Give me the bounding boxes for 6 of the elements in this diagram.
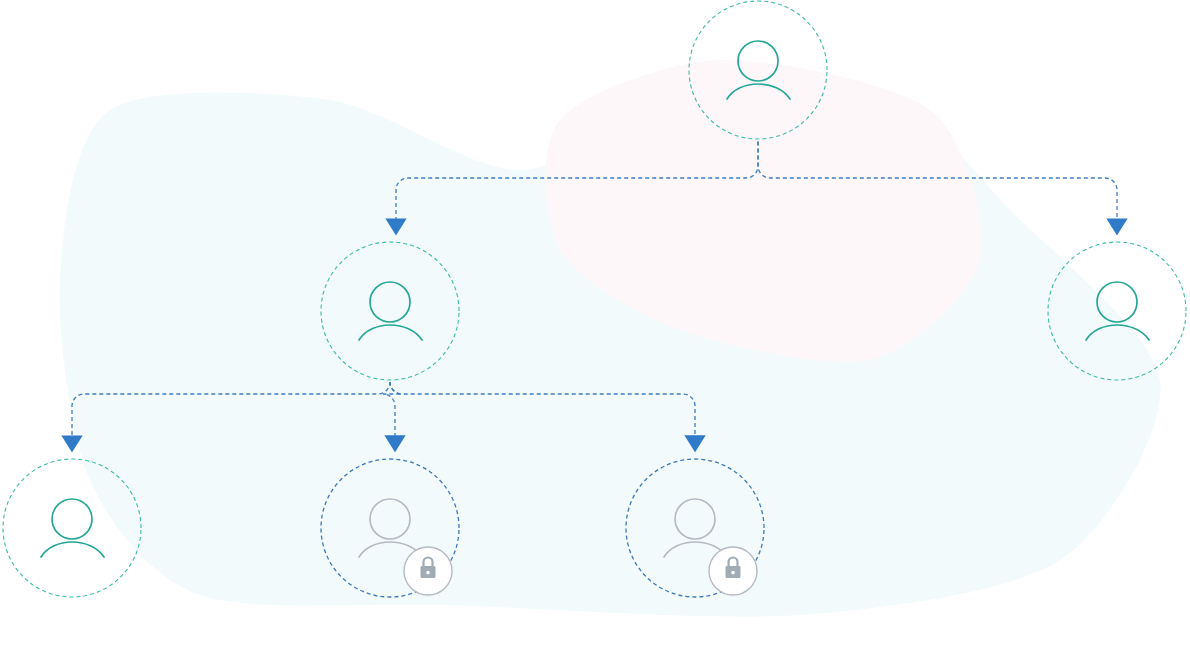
- dashed-circle: [688, 0, 828, 140]
- dashed-circle: [2, 458, 142, 598]
- dashed-circle: [625, 458, 765, 598]
- dashed-circle: [1047, 241, 1187, 381]
- dashed-circle: [320, 458, 460, 598]
- dashed-circle: [320, 241, 460, 381]
